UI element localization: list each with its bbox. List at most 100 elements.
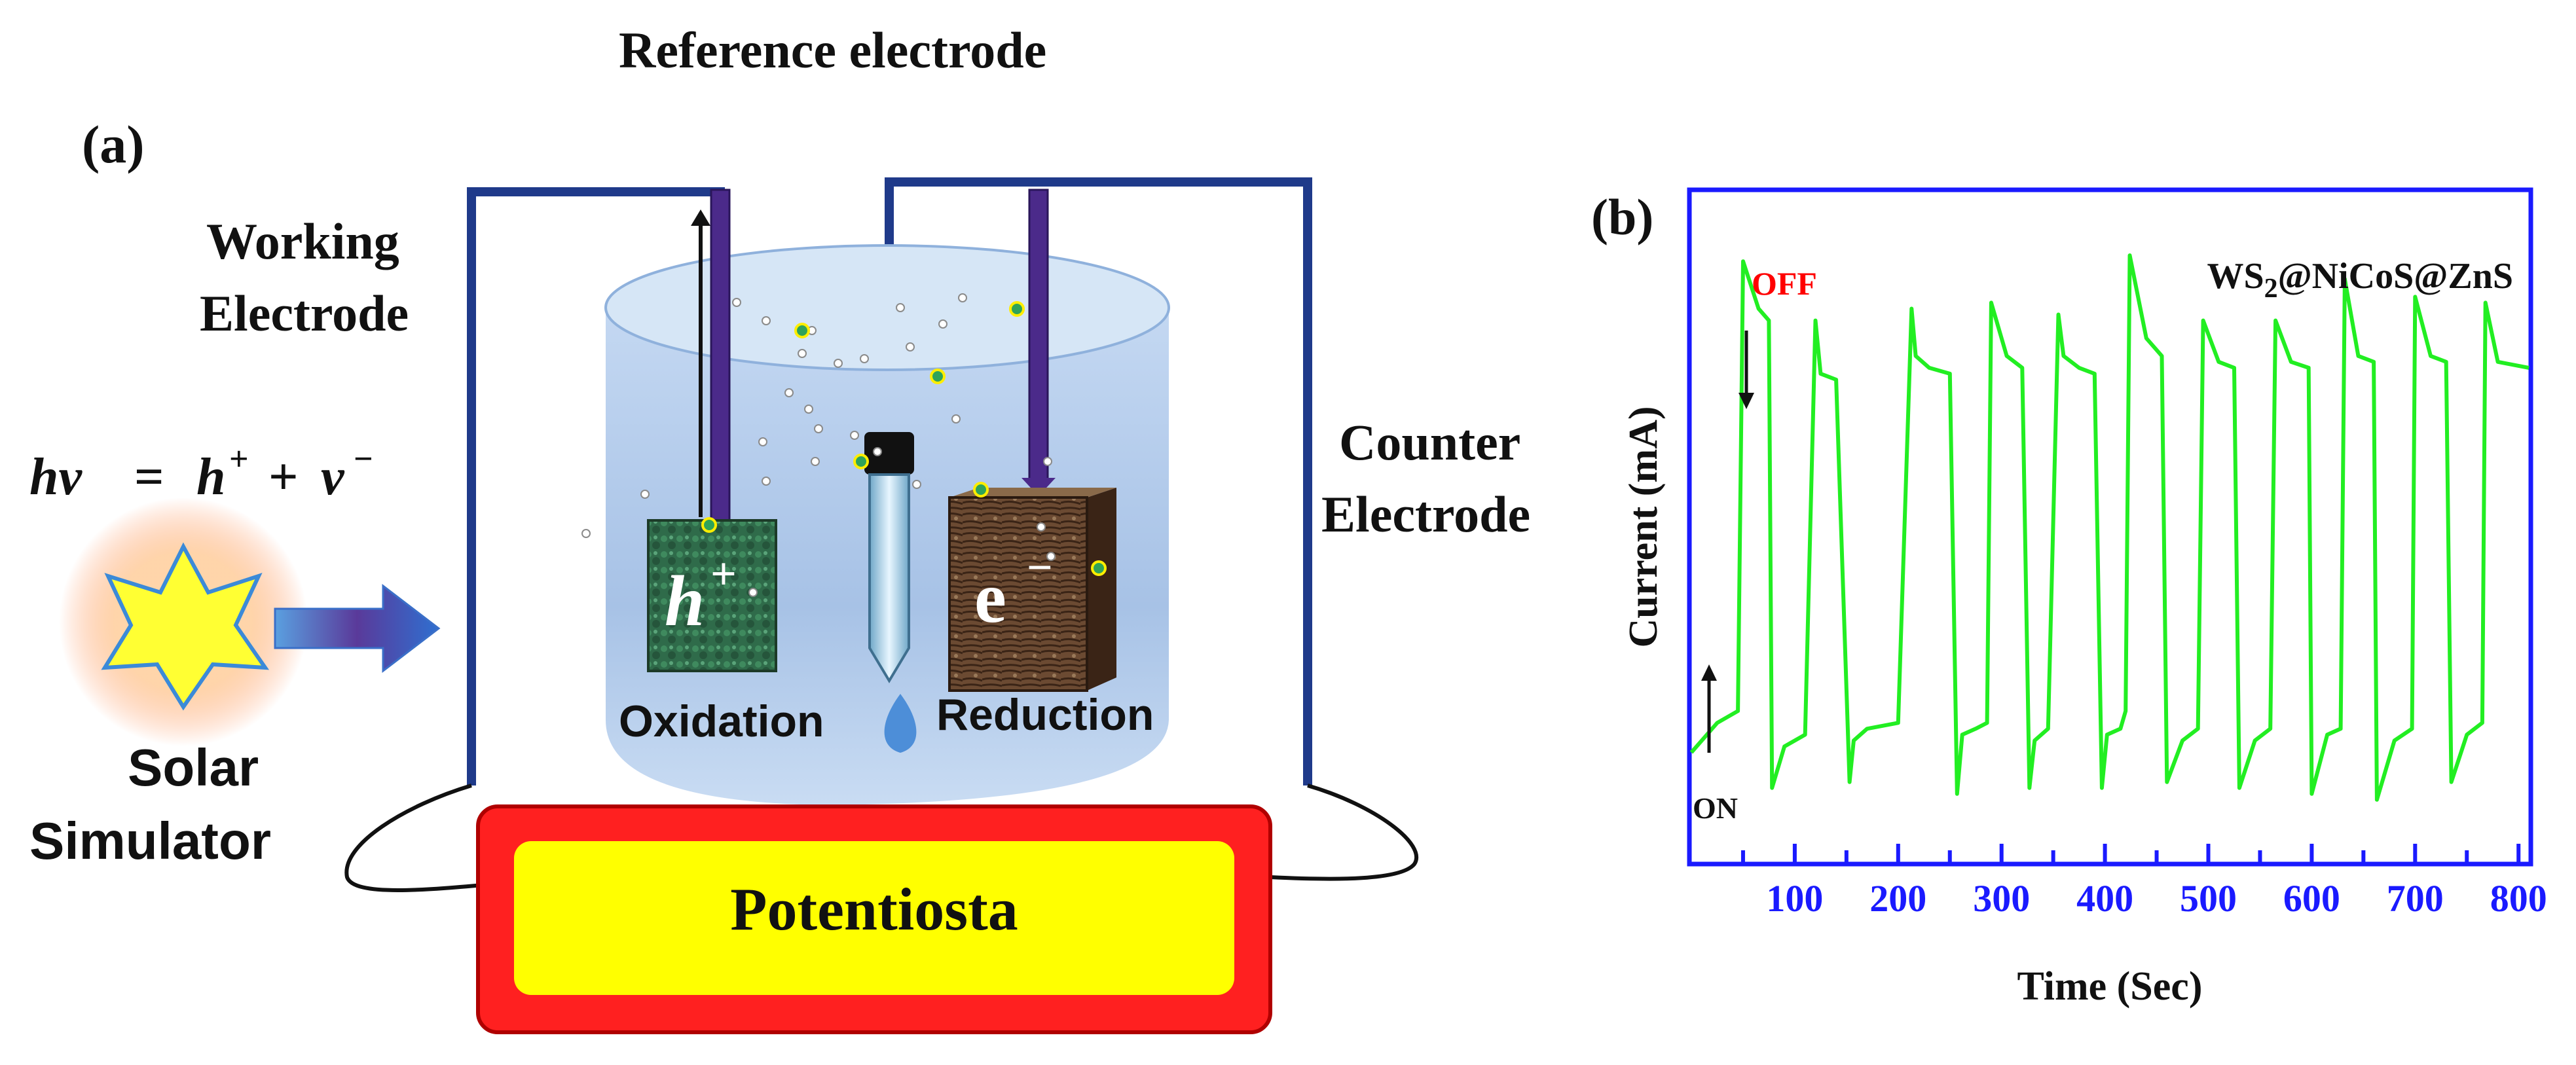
x-tick-label: 100 [1766,877,1823,920]
sun-icon [101,542,269,711]
eq-plus: + [268,448,299,506]
current-trace [1689,253,2530,802]
bubble-icon [814,424,823,433]
sample-label: WS2@NiCoS@ZnS [2207,256,2513,304]
bubble-icon [958,293,967,302]
eq-v: v [321,448,345,506]
electron-symbol: e [974,558,1006,638]
left-lead-wire [344,784,498,892]
bubble-icon [762,316,771,325]
counter-plate-top [949,488,1116,497]
reference-electrode-cap [864,432,914,475]
bubble-icon [581,529,591,538]
on-label: ON [1693,791,1738,825]
catalyst-particle-icon [794,323,810,338]
eq-v-superscript: − [354,441,373,478]
bubble-icon [873,447,882,456]
bubble-icon [951,414,961,424]
electron-superscript: − [1027,543,1053,593]
green-photoanode [647,519,777,672]
eq-hv: hv [29,448,83,506]
bubble-icon [896,303,905,312]
counter-electrode-label-line2: Electrode [1321,486,1530,543]
hole-symbol: h [665,561,705,641]
off-label: OFF [1752,265,1817,302]
potentiostat: Potentiosta [476,804,1272,1034]
working-electrode-label-line2: Electrode [200,285,409,342]
electrolyte-drop-icon [884,694,917,753]
reduction-label: Reduction [936,690,1154,740]
plot-frame [1687,187,2533,867]
eq-h: h [196,448,226,506]
right-lead-wire [1270,784,1418,881]
hole-superscript: + [710,549,737,600]
x-tick-label: 200 [1869,877,1926,920]
bubble-icon [804,405,813,414]
panel-b-label: (b) [1591,189,1653,245]
catalyst-particle-icon [1009,301,1025,317]
sample-label-main: WS [2207,256,2264,297]
panel-b: (b) 100 200 300 400 500 600 700 800 WS2@NiCoS@Z… [1591,187,2547,1009]
counter-plate-side [1087,488,1116,691]
light-arrow-icon [274,583,441,674]
working-electrode-rod [710,189,731,525]
panel-a-label: (a) [82,115,145,174]
eq-equals: = [134,448,164,506]
x-tick-label: 300 [1973,877,2030,920]
catalyst-particle-icon [853,454,869,469]
potentiostat-label: Potentiosta [730,876,1018,943]
y-axis-title: Current (mA) [1621,406,1666,647]
counter-electrode-arrowhead-icon [1021,478,1056,496]
bubble-icon [850,431,859,440]
bubble-icon [784,388,794,397]
photon-equation: hv = h + + v − [29,441,373,506]
catalyst-particle-icon [930,369,946,384]
bubble-icon [834,359,843,368]
counter-electrode-rod [1028,189,1049,486]
potentiostat-inner [514,841,1234,995]
bubble-icon [860,354,869,363]
bubble-icon [732,298,741,307]
counter-electrode-plate: e − [948,488,1116,692]
bubble-icon [798,349,807,358]
x-tick-label: 500 [2180,877,2237,920]
beaker-rim [604,244,1170,371]
off-arrowhead-icon [1739,393,1754,409]
counter-plate-front [948,496,1088,692]
bubble-icon [762,477,771,486]
x-axis: 100 200 300 400 500 600 700 800 [1740,844,2547,920]
x-tick-label: 700 [2387,877,2444,920]
bubble-icon [758,437,767,446]
bubble-icon [811,457,820,466]
x-tick-label: 600 [2283,877,2340,920]
bubble-icon [1037,522,1046,532]
counter-electrode-label-line1: Counter [1339,414,1520,471]
bubble-icon [906,342,915,352]
catalyst-particle-icon [701,517,717,533]
solar-label-line2: Simulator [29,812,271,870]
bubble-icon [640,490,650,499]
bubble-icon [912,480,921,489]
gas-bubbles [581,293,1107,597]
reference-electrode-label: Reference electrode [619,22,1046,79]
electron-flow-arrowhead-icon [691,209,710,226]
sample-label-rest: @NiCoS@ZnS [2278,256,2513,297]
sample-label-subscript: 2 [2264,274,2278,304]
working-electrode-plate: h + [647,519,777,672]
reference-electrode-tube [868,473,910,683]
bubble-icon [1046,552,1056,561]
catalyst-particle-icon [1091,560,1107,576]
reference-electrode [864,432,917,753]
eq-h-superscript: + [229,441,249,478]
catalyst-particle-icon [973,482,989,497]
x-tick-label: 400 [2076,877,2133,920]
x-tick-label: 800 [2490,877,2547,920]
solar-label-line1: Solar [128,738,259,797]
oxidation-label: Oxidation [619,696,824,746]
bubble-icon [1043,457,1052,466]
on-arrowhead-icon [1701,664,1717,681]
panel-a: (a) Reference electrode Working Electrod… [29,22,1530,1034]
bubble-icon [938,319,948,329]
